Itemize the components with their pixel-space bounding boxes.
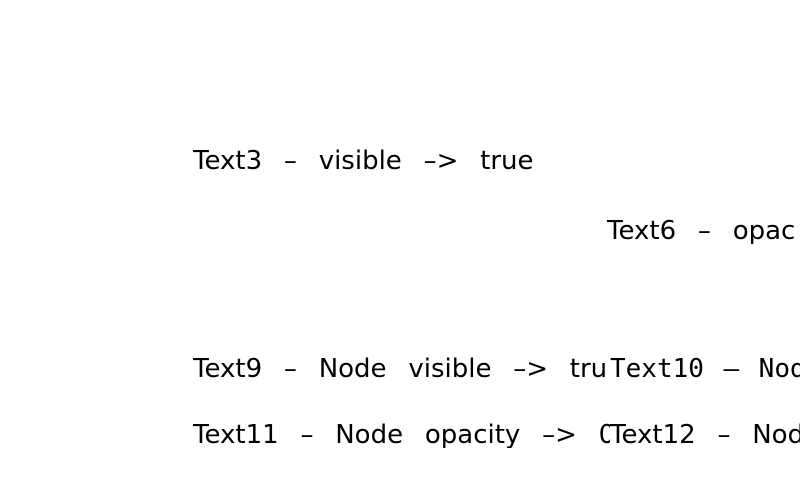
text-element-text3: Text3 – visible –> true (193, 148, 534, 174)
text-element-text12: Text12 – Nod (610, 422, 800, 448)
text-element-text9: Text9 – Node visible –> tru (193, 356, 608, 382)
text-element-text11: Text11 – Node opacity –> 0 (193, 422, 610, 448)
text-element-text10: Text10 – Nod (610, 356, 800, 382)
text-element-text6: Text6 – opac (607, 218, 796, 244)
